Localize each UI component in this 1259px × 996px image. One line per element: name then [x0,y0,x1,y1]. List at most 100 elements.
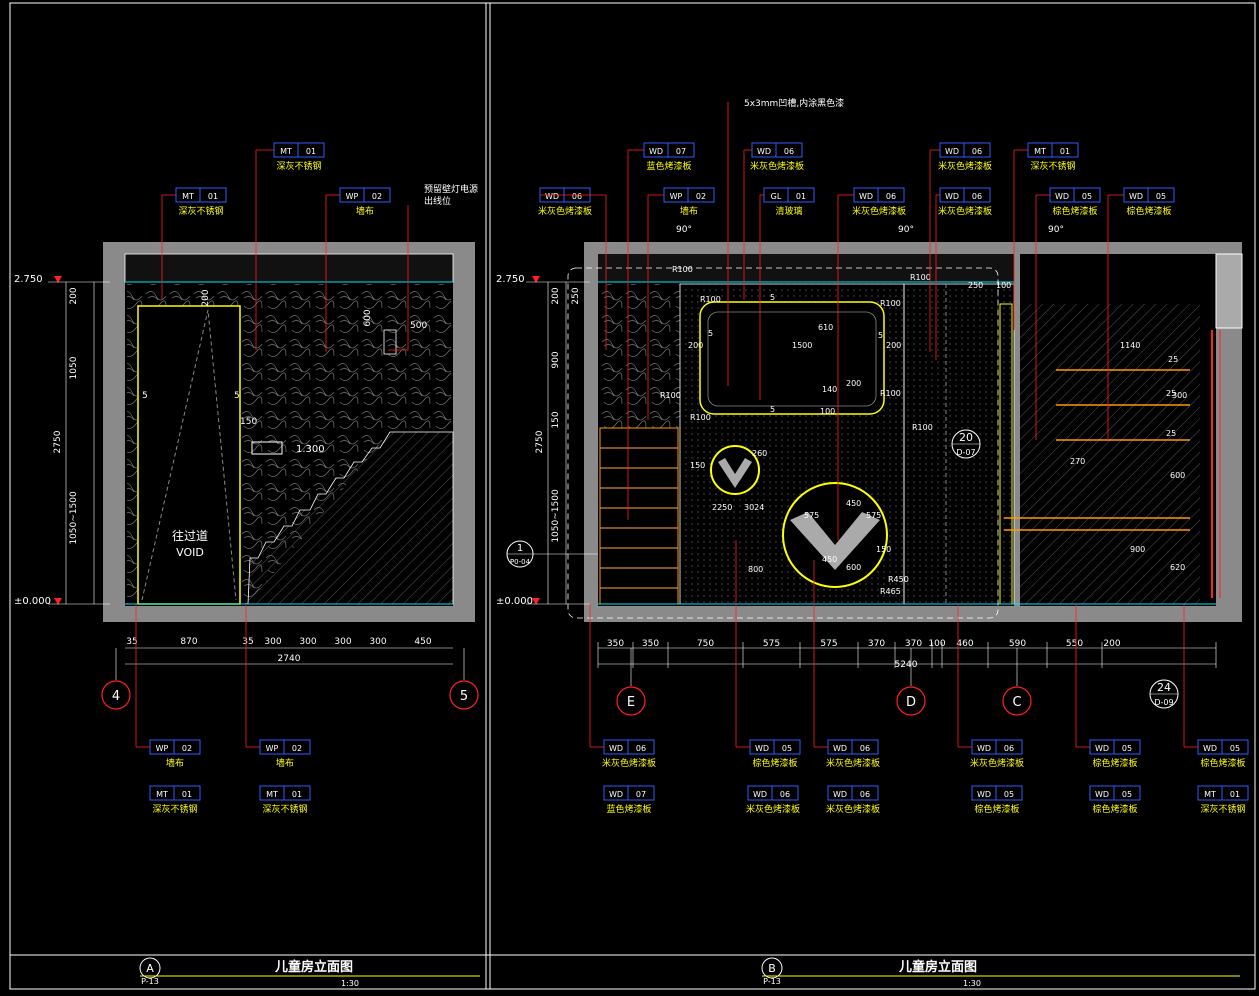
angle-mark-2: 90° [1048,225,1064,235]
dim-b-inner-6: R100 [880,389,901,398]
dim-b-inner-38: 25 [1166,429,1176,438]
tag-b-top-9-num: 05 [1082,192,1092,201]
tag-b-top-0-code: WD [649,147,663,156]
tag-b-bot-7-num: 06 [860,790,870,799]
dim-b-h-0: 200 [551,287,561,304]
section-ref-1: P0-04 [510,558,531,566]
tag-b-bot-0-num: 06 [636,744,646,753]
dim-b-inner-10: 1500 [792,341,812,350]
tag-a-top-0-num: 01 [208,192,218,201]
tag-b-top-7-label: 米灰色烤漆板 [852,205,906,217]
tag-b-top-6-code: GL [771,192,782,201]
tag-b-bot-6-label: 米灰色烤漆板 [746,803,800,815]
tag-b-top-9-code: WD [1055,192,1069,201]
dim-b-h-2: 900 [551,351,561,368]
dim-b-inner-30: 800 [748,565,763,574]
dim-a-w-7: 450 [414,637,431,647]
dim-b-inner-12: 200 [688,341,703,350]
tag-a-top-0-label: 深灰不锈钢 [178,205,223,217]
tag-b-bot-4-label: 棕色烤漆板 [1092,757,1137,769]
dim-b-inner-40: 600 [1170,471,1185,480]
tag-b-bot-5-code: WD [977,744,991,753]
tag-a-bot-1-num: 02 [292,744,302,753]
tag-b-top-2-code: WD [945,147,959,156]
grid-bubble-d: D [906,695,916,710]
angle-mark-0: 90° [676,225,692,235]
section-ref-24: D-09 [1154,698,1173,707]
dim-b-w-3: 575 [763,639,780,649]
dim-b-inner-3: R100 [910,273,931,282]
dim-b-inner-25: 575 [866,511,881,520]
tag-b-bot-2-num: 05 [782,744,792,753]
section-mark-1: 1 [517,543,523,554]
tag-b-top-3-label: 深灰不锈钢 [1030,160,1075,172]
dim-b-inner-31: 450 [822,555,837,564]
tag-b-bot-10-label: 棕色烤漆板 [1200,757,1245,769]
dim-a-inner-150: 150 [240,417,257,427]
dim-a-inner-200: 200 [201,289,211,306]
tag-a-bot-3-num: 01 [292,790,302,799]
tag-b-bot-11-num: 01 [1230,790,1240,799]
tag-a-bot-1-code: WP [266,744,279,753]
dim-b-w-2: 750 [697,639,714,649]
tag-b-top-0-num: 07 [676,147,686,156]
tag-b-top-7-num: 06 [886,192,896,201]
section-mark-24: 24 [1157,681,1171,694]
title-block-a: A P-13 儿童房立面图 1:30 [139,957,480,988]
tag-b-top-0-label: 蓝色烤漆板 [646,160,691,172]
tag-b-top-8-label: 米灰色烤漆板 [938,205,992,217]
dim-b-inner-23: 260 [752,449,767,458]
tag-b-top-1-label: 米灰色烤漆板 [750,160,804,172]
tag-b-top-10-label: 棕色烤漆板 [1126,205,1171,217]
dim-b-inner-28: 2250 [712,503,732,512]
dim-b-inner-24: 575 [804,511,819,520]
sheet-frame [9,2,1256,990]
dim-b-h-4: 1050~1500 [551,489,561,543]
tag-b-bot-2-label: 棕色烤漆板 [752,757,797,769]
tag-b-top-8-code: WD [945,192,959,201]
tag-b-bot-0-code: WD [609,744,623,753]
round-window-large [782,482,888,588]
dim-b-inner-19: 140 [822,385,837,394]
dim-b-h-3: 150 [551,411,561,428]
dim-b-inner-33: R450 [888,575,909,584]
dim-b-inner-16: 5 [770,293,775,302]
tag-b-bot-0-label: 米灰色烤漆板 [602,757,656,769]
tag-b-bot-10-code: WD [1203,744,1217,753]
dim-a-w-5: 300 [334,637,351,647]
dim-a-inner-600: 600 [363,309,373,326]
tag-b-top-5-num: 02 [696,192,706,201]
title-b-letter: B [768,962,776,975]
tag-b-top-1-num: 06 [784,147,794,156]
tag-b-top-9: WD 05 棕色烤漆板 [1035,187,1101,440]
dim-b-w-5: 370 [868,639,885,649]
dim-a-h-200: 200 [69,287,79,304]
level-top-a: 2.750 [14,274,43,285]
dim-b-w-8: 460 [956,639,973,649]
dim-b-inner-11: 610 [818,323,833,332]
title-a-sheet: P-13 [141,977,159,986]
tag-a-bot-0-num: 02 [182,744,192,753]
tag-b-top-1-code: WD [757,147,771,156]
tag-b-bot-10-num: 05 [1230,744,1240,753]
tag-b-top-9-label: 棕色烤漆板 [1052,205,1097,217]
dim-a-w-4: 300 [299,637,316,647]
dim-a-inner-5a: 5 [142,391,148,401]
tag-b-bot-3-code: WD [833,744,847,753]
dim-a-total: 2740 [278,654,301,664]
tag-b-bot-5-label: 米灰色烤漆板 [970,757,1024,769]
dim-a-h-1050: 1050 [69,356,79,379]
tag-b-bot-8-code: WD [977,790,991,799]
tag-b-bot-1-code: WD [609,790,623,799]
